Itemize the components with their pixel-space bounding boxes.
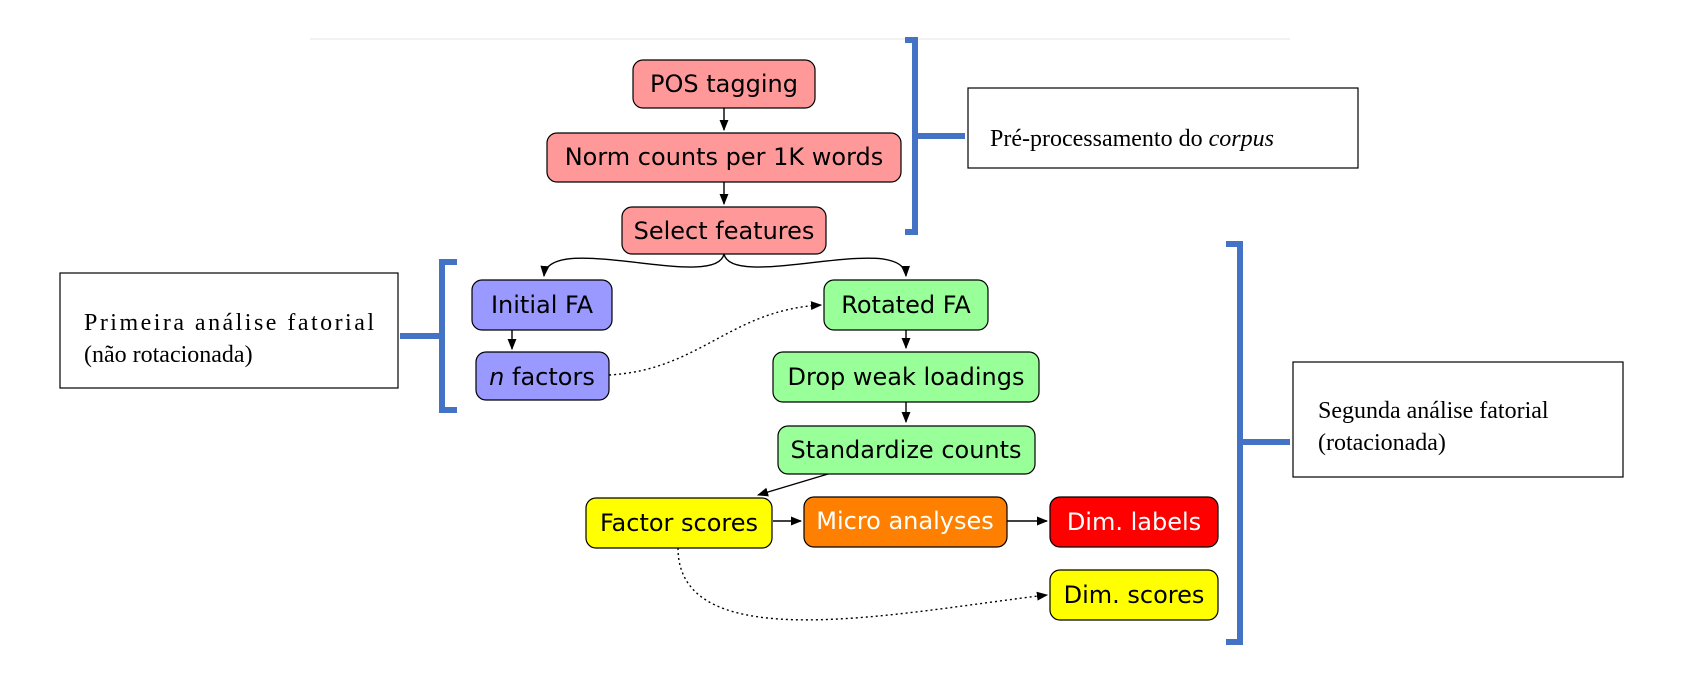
annotation-preprocessing: Pré-processamento do corpus — [967, 87, 1359, 169]
edge-standardize-to-factor — [756, 473, 829, 497]
node-drop-weak-loadings-label: Drop weak loadings — [788, 363, 1025, 391]
node-initial-fa-label: Initial FA — [491, 291, 594, 319]
annotation-second-fa: Segunda análise fatorial (rotacionada) — [1292, 361, 1624, 478]
node-rotated-fa: Rotated FA — [823, 279, 989, 331]
edge-nfactors-to-rotated — [608, 301, 823, 376]
node-dim-labels-label: Dim. labels — [1067, 508, 1201, 536]
node-dim-scores: Dim. scores — [1049, 569, 1219, 621]
node-micro-analyses-label: Micro analyses — [816, 507, 994, 535]
annotation-second-fa-line2: (rotacionada) — [1318, 430, 1446, 456]
bracket-second-fa — [1226, 241, 1290, 645]
annotation-preprocessing-text: Pré-processamento do — [990, 126, 1209, 152]
node-norm-counts: Norm counts per 1K words — [546, 132, 902, 183]
node-n-factors: n factors — [475, 351, 610, 401]
edge-select-to-rotated — [723, 253, 910, 278]
annotation-first-fa: Primeira análise fatorial (não rotaciona… — [59, 272, 399, 389]
svg-text:n factors: n factors — [489, 363, 595, 391]
node-dim-labels: Dim. labels — [1049, 496, 1219, 548]
node-select-features-label: Select features — [634, 217, 815, 245]
annotation-first-fa-line2: (não rotacionada) — [84, 342, 253, 368]
node-pos-tagging-label: POS tagging — [650, 70, 798, 98]
node-norm-counts-label: Norm counts per 1K words — [565, 143, 884, 171]
node-rotated-fa-label: Rotated FA — [841, 291, 971, 319]
annotation-preprocessing-italic: corpus — [1209, 126, 1274, 152]
node-standardize-counts: Standardize counts — [777, 425, 1036, 475]
bracket-first-fa — [400, 259, 457, 413]
node-drop-weak-loadings: Drop weak loadings — [772, 351, 1040, 403]
bracket-preprocessing — [905, 37, 965, 235]
node-initial-fa: Initial FA — [471, 279, 613, 331]
annotation-second-fa-line1: Segunda análise fatorial — [1318, 398, 1549, 424]
node-select-features: Select features — [621, 206, 827, 255]
svg-text:Pré-processamento do corpus: Pré-processamento do corpus — [990, 126, 1274, 152]
node-micro-analyses: Micro analyses — [803, 496, 1008, 548]
node-standardize-counts-label: Standardize counts — [790, 436, 1021, 464]
annotation-first-fa-line1: Primeira análise fatorial — [84, 310, 374, 336]
node-n-factors-italic: n — [489, 363, 504, 391]
edge-select-to-initial — [540, 253, 725, 278]
node-factor-scores-label: Factor scores — [600, 509, 758, 537]
node-factor-scores: Factor scores — [585, 497, 773, 549]
node-n-factors-label: factors — [504, 363, 594, 391]
edge-factor-to-dimscores — [677, 547, 1049, 621]
edges — [507, 108, 1049, 621]
node-pos-tagging: POS tagging — [632, 59, 816, 109]
node-dim-scores-label: Dim. scores — [1064, 581, 1205, 609]
